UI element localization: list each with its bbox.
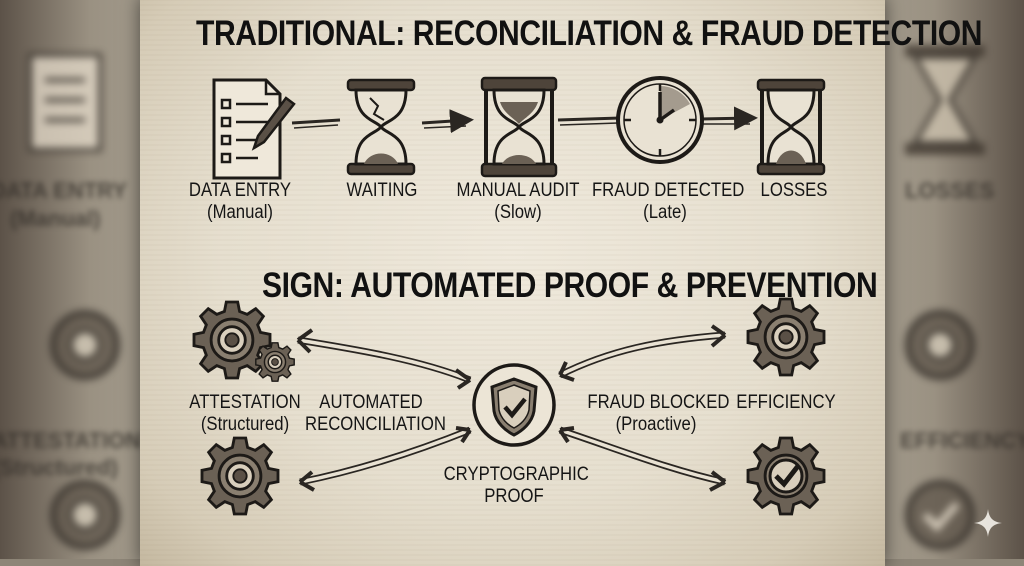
step-data-entry-line1: DATA ENTRY [188, 180, 292, 201]
bottom-flow-arrows [296, 324, 727, 492]
attestation-label: ATTESTATION (Structured) [186, 392, 304, 436]
cryptographic-proof-label: CRYPTOGRAPHIC PROOF [443, 464, 589, 508]
step-losses-line1: LOSSES [760, 180, 828, 201]
efficiency-line1: EFFICIENCY [736, 392, 836, 413]
document-pen-icon [212, 78, 296, 180]
empty-hourglass-icon [756, 78, 826, 176]
sign-title: SIGN: AUTOMATED PROOF & PREVENTION [262, 266, 878, 305]
step-data-entry-line2: (Manual) [207, 202, 273, 223]
gear-icon [200, 436, 280, 516]
hourglass-icon [480, 76, 558, 178]
attestation-line2: (Structured) [200, 414, 290, 435]
top-flow-arrows [291, 106, 758, 134]
shield-check-icon [472, 363, 556, 447]
efficiency-gear-icon [746, 297, 826, 377]
automated-line1: AUTOMATED [319, 392, 423, 413]
step-fraud-detected-line2: (Late) [643, 202, 687, 223]
backdrop-gear-icon-2 [50, 480, 120, 550]
clock-icon [616, 76, 704, 164]
backdrop-document-icon [28, 53, 102, 152]
backdrop-hourglass-icon [905, 45, 985, 155]
backdrop-gear-icon [50, 310, 120, 380]
backdrop-text-data-entry: DATA ENTRY [0, 178, 127, 203]
backdrop-text-attestation: ATTESTATION [0, 428, 142, 453]
fraud-blocked-label: FRAUD BLOCKED (Proactive) [587, 392, 730, 436]
automated-line2: RECONCILIATION [305, 414, 446, 435]
cryptographic-line2: PROOF [484, 486, 544, 507]
attestation-gears-icon [192, 300, 295, 382]
step-fraud-detected-label: FRAUD DETECTED (Late) [591, 180, 745, 224]
step-data-entry-label: DATA ENTRY (Manual) [183, 180, 297, 224]
step-manual-audit-label: MANUAL AUDIT (Slow) [449, 180, 586, 224]
backdrop-text-structured: (Structured) [0, 455, 118, 480]
step-waiting-label: WAITING [329, 180, 435, 202]
backdrop-gear-icon-3 [905, 310, 975, 380]
cracked-hourglass-icon [346, 78, 416, 176]
check-gear-icon [746, 436, 826, 516]
attestation-line1: ATTESTATION [189, 392, 301, 413]
backdrop-text-manual: (Manual) [10, 206, 101, 231]
fraud-blocked-line2: (Proactive) [615, 414, 697, 435]
step-manual-audit-line2: (Slow) [494, 202, 542, 223]
step-waiting-line1: WAITING [346, 180, 418, 201]
sparkle-icon [974, 509, 1002, 537]
backdrop-check-gear-icon [905, 480, 975, 550]
traditional-title: TRADITIONAL: RECONCILIATION & FRAUD DETE… [196, 14, 983, 53]
automated-reconciliation-label: AUTOMATED RECONCILIATION [305, 392, 446, 436]
backdrop-text-efficiency: EFFICIENCY [900, 428, 1024, 453]
step-manual-audit-line1: MANUAL AUDIT [456, 180, 580, 201]
backdrop-text-losses: LOSSES [905, 178, 995, 203]
fraud-blocked-line1: FRAUD BLOCKED [587, 392, 730, 413]
cryptographic-line1: CRYPTOGRAPHIC [443, 464, 589, 485]
step-losses-label: LOSSES [750, 180, 838, 202]
efficiency-label: EFFICIENCY [735, 392, 837, 414]
step-fraud-detected-line1: FRAUD DETECTED [591, 180, 745, 201]
